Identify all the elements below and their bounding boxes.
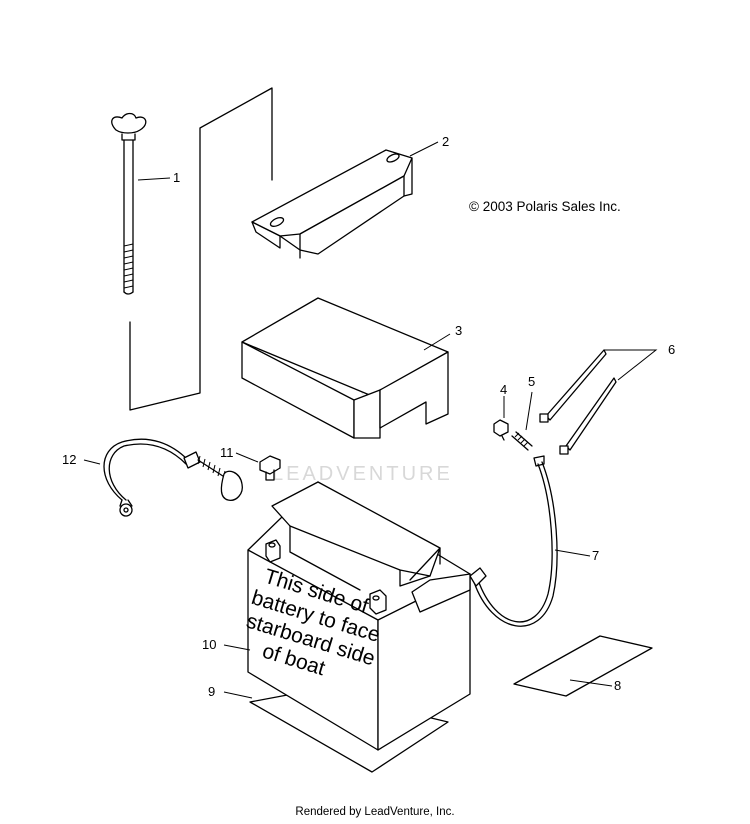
callout-8: 8 <box>614 678 621 693</box>
battery-cover-part <box>241 297 451 439</box>
callout-11: 11 <box>220 445 234 460</box>
cable-part <box>469 455 591 627</box>
callout-2: 2 <box>442 134 449 149</box>
terminal-screw-part <box>493 396 509 441</box>
bracket-part <box>251 141 439 259</box>
callout-6: 6 <box>668 342 675 357</box>
explosion-line <box>129 87 273 411</box>
callout-10: 10 <box>202 637 216 652</box>
callout-9: 9 <box>208 684 215 699</box>
callout-12: 12 <box>62 452 76 467</box>
watermark-text: LEADVENTURE <box>272 463 453 485</box>
copyright-text: © 2003 Polaris Sales Inc. <box>469 199 621 214</box>
callout-3: 3 <box>455 323 462 338</box>
battery-part: This side of battery to face starboard s… <box>223 481 471 751</box>
callouts: 1 2 3 4 5 6 7 8 9 10 11 12 <box>62 134 675 699</box>
callout-4: 4 <box>500 382 507 397</box>
footer-credit: Rendered by LeadVenture, Inc. <box>295 806 455 818</box>
hold-down-bolt-part <box>111 112 171 295</box>
terminal-bolt-part <box>235 452 281 481</box>
callout-1: 1 <box>173 170 180 185</box>
terminal-post-left <box>265 539 281 563</box>
decal-part <box>513 635 653 697</box>
terminal-nut-part <box>511 391 533 451</box>
positive-cable-part <box>83 438 243 517</box>
battery-decal-text: This side of battery to face starboard s… <box>244 565 383 681</box>
terminal-post-right <box>369 589 387 615</box>
callout-7: 7 <box>592 548 599 563</box>
cable-ties-part <box>539 349 658 455</box>
callout-5: 5 <box>528 374 535 389</box>
